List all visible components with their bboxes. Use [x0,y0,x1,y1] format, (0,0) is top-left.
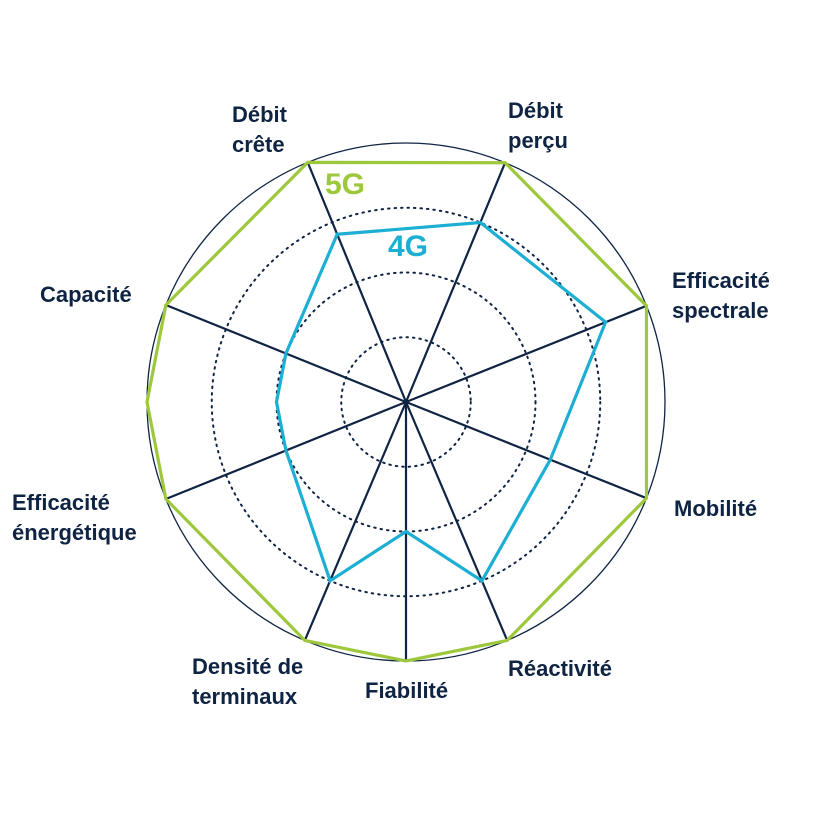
legend-5g: 5G [325,168,366,201]
axis-spoke [405,400,647,500]
grid-circle [340,336,472,468]
axis-label-reactivite: Réactivité [508,656,612,681]
series-4g-polygon [274,220,608,584]
axis-label-densite-terminaux: Densité de terminaux [192,654,304,709]
axis-label-capacite: Capacité [40,282,132,307]
axis-spoke [306,161,408,403]
axis-spoke [405,304,647,404]
legend-4g: 4G [388,230,429,263]
axis-label-fiabilite: Fiabilité [365,678,449,703]
axis-spoke [303,401,408,641]
series-5g-polygon [145,160,649,663]
axis-spoke [404,401,509,641]
axis-spoke [404,162,507,403]
axis-label-debit-crete: Débit crête [232,102,287,157]
axis-label-efficacite-spectrale: Efficacité spectrale [672,268,770,323]
axis-label-efficacite-energetique: Efficacité énergétique [12,490,137,545]
axis-label-debit-percu: Débit perçu [508,98,568,153]
axis-label-mobilite: Mobilité [674,496,758,521]
